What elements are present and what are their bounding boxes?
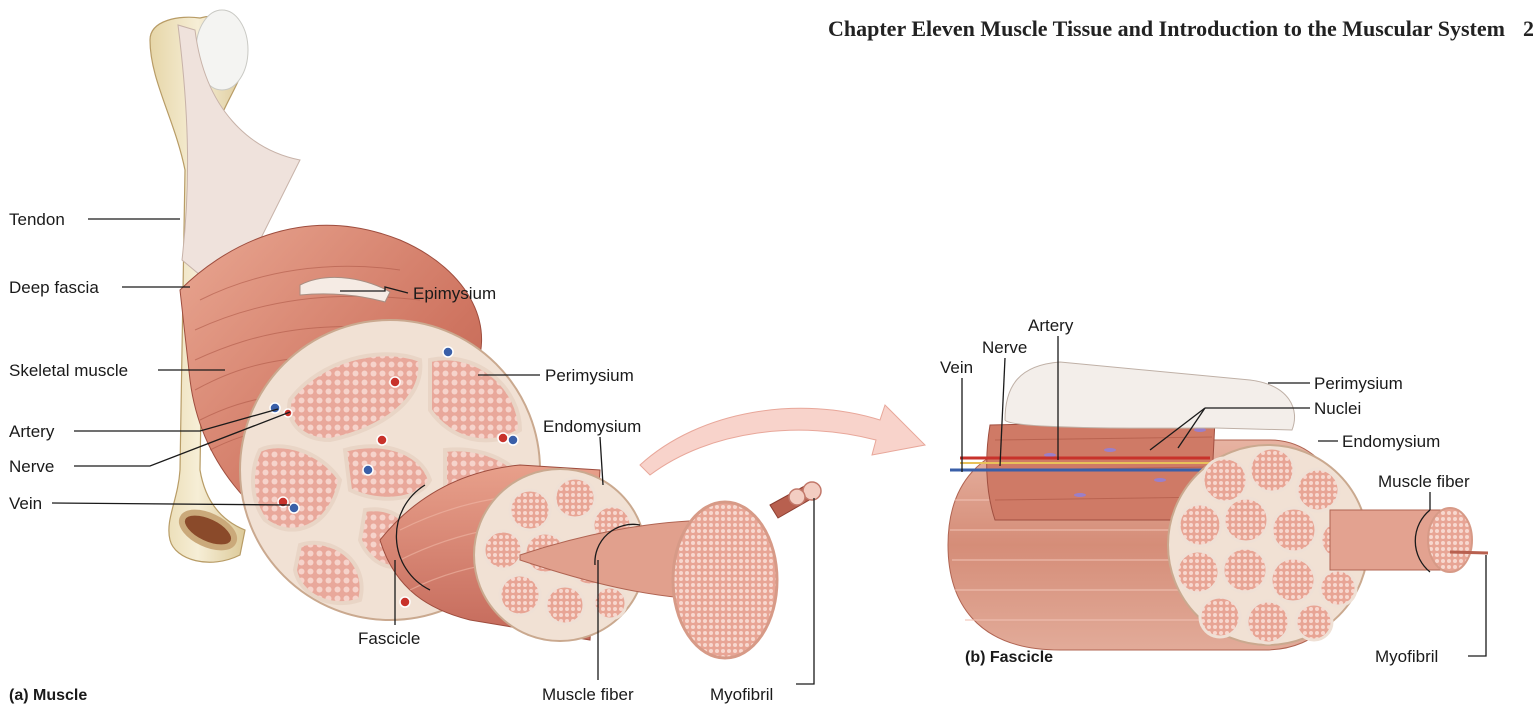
myofibril-end-2 <box>789 489 805 505</box>
muscle-fiber-b-end <box>1428 508 1472 572</box>
label-nerve-a: Nerve <box>9 457 54 476</box>
panel-b-fascicle: Artery Nerve Vein Perimysium Nuclei Endo… <box>940 316 1488 666</box>
label-artery-b: Artery <box>1028 316 1074 335</box>
myofibril-b-strand <box>1450 552 1488 553</box>
label-deep-fascia: Deep fascia <box>9 278 99 297</box>
panel-a-muscle: Tendon Deep fascia Epimysium Skeletal mu… <box>9 10 821 704</box>
perimysium-sheet <box>1005 362 1295 430</box>
caption-fascicle: (b) Fascicle <box>965 649 1053 666</box>
label-perimysium-b: Perimysium <box>1314 374 1403 393</box>
label-perimysium-a: Perimysium <box>545 366 634 385</box>
label-muscle-fiber-b: Muscle fiber <box>1378 472 1470 491</box>
label-myofibril-a: Myofibril <box>710 685 773 704</box>
label-nerve-b: Nerve <box>982 338 1027 357</box>
label-fascicle: Fascicle <box>358 629 420 648</box>
label-vein-b: Vein <box>940 358 973 377</box>
label-epimysium: Epimysium <box>413 284 496 303</box>
leader-myofibril-b <box>1468 555 1486 656</box>
label-endomysium-b: Endomysium <box>1342 432 1440 451</box>
label-artery-a: Artery <box>9 422 55 441</box>
leader-myofibril-a <box>796 498 814 684</box>
label-endomysium-a: Endomysium <box>543 417 641 436</box>
leader-endomysium-a <box>600 437 603 485</box>
zoom-arrow <box>640 405 925 475</box>
label-myofibril-b: Myofibril <box>1375 647 1438 666</box>
label-vein-a: Vein <box>9 494 42 513</box>
muscle-fiber-end <box>673 502 777 658</box>
label-tendon: Tendon <box>9 210 65 229</box>
caption-muscle: (a) Muscle <box>9 687 87 704</box>
label-nuclei: Nuclei <box>1314 399 1361 418</box>
label-muscle-fiber-a: Muscle fiber <box>542 685 634 704</box>
label-skeletal-muscle: Skeletal muscle <box>9 361 128 380</box>
